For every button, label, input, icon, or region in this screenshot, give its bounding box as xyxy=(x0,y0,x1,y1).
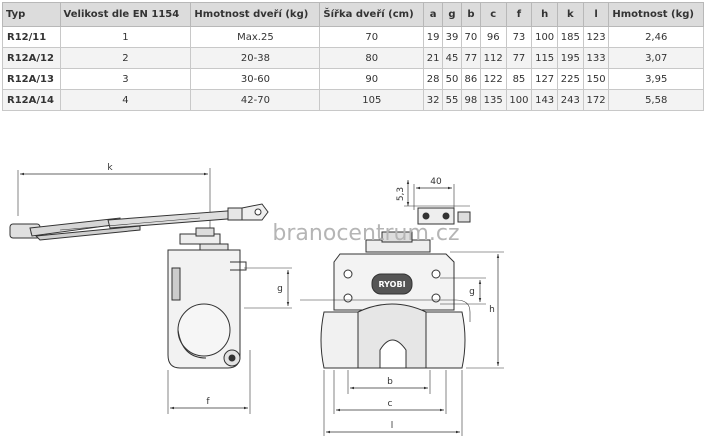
table-cell: 70 xyxy=(319,26,425,48)
table-cell: 20-38 xyxy=(190,47,321,69)
table-header-cell: Hmotnost (kg) xyxy=(608,2,704,27)
dim-label-l: l xyxy=(391,421,394,431)
table-header-cell: Hmotnost dveří (kg) xyxy=(190,2,321,27)
table-cell: 42-70 xyxy=(190,89,321,111)
table-cell: 86 xyxy=(460,68,481,90)
dim-label-g-right: g xyxy=(469,287,475,297)
table-cell: 133 xyxy=(582,47,610,69)
dim-label-f: f xyxy=(206,397,210,407)
table-cell: 185 xyxy=(556,26,584,48)
table-cell: 28 xyxy=(423,68,444,90)
table-cell: 5,58 xyxy=(608,89,704,111)
watermark: branocentrum.cz xyxy=(272,221,459,246)
dim-label-b: b xyxy=(387,377,393,387)
dim-label-k: k xyxy=(107,163,113,173)
table-cell: 30-60 xyxy=(190,68,321,90)
table-cell: 123 xyxy=(582,26,610,48)
table-header-cell: c xyxy=(479,2,507,27)
table-cell: 100 xyxy=(505,89,533,111)
table-cell: 225 xyxy=(556,68,584,90)
table-cell: 45 xyxy=(442,47,462,69)
table-cell: 3,07 xyxy=(608,47,704,69)
technical-drawing: k g f h g b c l 40 5,3 RYOBI branocentru… xyxy=(9,163,504,436)
table-cell: 135 xyxy=(479,89,507,111)
table-cell: 77 xyxy=(505,47,533,69)
table-cell: 73 xyxy=(505,26,533,48)
table-header-cell: Šířka dveří (cm) xyxy=(319,2,425,27)
dim-label-40: 40 xyxy=(430,177,442,187)
table-header-cell: Velikost dle EN 1154 xyxy=(59,2,192,27)
side-view xyxy=(9,168,292,414)
table-cell: 3,95 xyxy=(608,68,704,90)
bracket-detail xyxy=(404,180,471,225)
table-header-cell: f xyxy=(505,2,533,27)
table-cell: 85 xyxy=(505,68,533,90)
table-cell: 98 xyxy=(460,89,481,111)
dim-label-5-3: 5,3 xyxy=(396,187,406,201)
table-cell: 39 xyxy=(442,26,462,48)
table-cell: 122 xyxy=(479,68,507,90)
table-cell: 243 xyxy=(556,89,584,111)
table-cell: 150 xyxy=(582,68,610,90)
table-header-cell: l xyxy=(582,2,610,27)
table-cell: 1 xyxy=(59,26,192,48)
table-cell-typ: R12A/13 xyxy=(2,68,61,90)
table-cell: 195 xyxy=(556,47,584,69)
table-cell: 105 xyxy=(319,89,425,111)
front-view xyxy=(300,231,504,436)
dim-label-h: h xyxy=(489,305,495,315)
table-cell: 112 xyxy=(479,47,507,69)
table-cell-typ: R12A/12 xyxy=(2,47,61,69)
table-header-cell: b xyxy=(460,2,481,27)
table-cell: 96 xyxy=(479,26,507,48)
table-cell: 2,46 xyxy=(608,26,704,48)
table-cell: 143 xyxy=(531,89,558,111)
dim-label-c: c xyxy=(388,399,393,409)
table-cell: 77 xyxy=(460,47,481,69)
table-cell: 172 xyxy=(582,89,610,111)
table-cell: 70 xyxy=(460,26,481,48)
table-cell: 3 xyxy=(59,68,192,90)
table-cell: 80 xyxy=(319,47,425,69)
table-header-cell: k xyxy=(556,2,584,27)
table-cell: 4 xyxy=(59,89,192,111)
table-header-cell: g xyxy=(442,2,462,27)
table-cell: 55 xyxy=(442,89,462,111)
table-cell: 32 xyxy=(423,89,444,111)
table-header-cell: a xyxy=(423,2,444,27)
table-header-cell: Typ xyxy=(2,2,61,27)
dim-label-g-left: g xyxy=(277,284,283,294)
table-cell: 50 xyxy=(442,68,462,90)
table-cell: 127 xyxy=(531,68,558,90)
table-cell: 115 xyxy=(531,47,558,69)
table-cell: 21 xyxy=(423,47,444,69)
table-cell: 19 xyxy=(423,26,444,48)
table-cell: 2 xyxy=(59,47,192,69)
table-cell-typ: R12/11 xyxy=(2,26,61,48)
table-header-cell: h xyxy=(531,2,558,27)
table-cell: 90 xyxy=(319,68,425,90)
table-cell-typ: R12A/14 xyxy=(2,89,61,111)
table-cell: Max.25 xyxy=(190,26,321,48)
table-cell: 100 xyxy=(531,26,558,48)
logo-text: RYOBI xyxy=(378,280,405,289)
